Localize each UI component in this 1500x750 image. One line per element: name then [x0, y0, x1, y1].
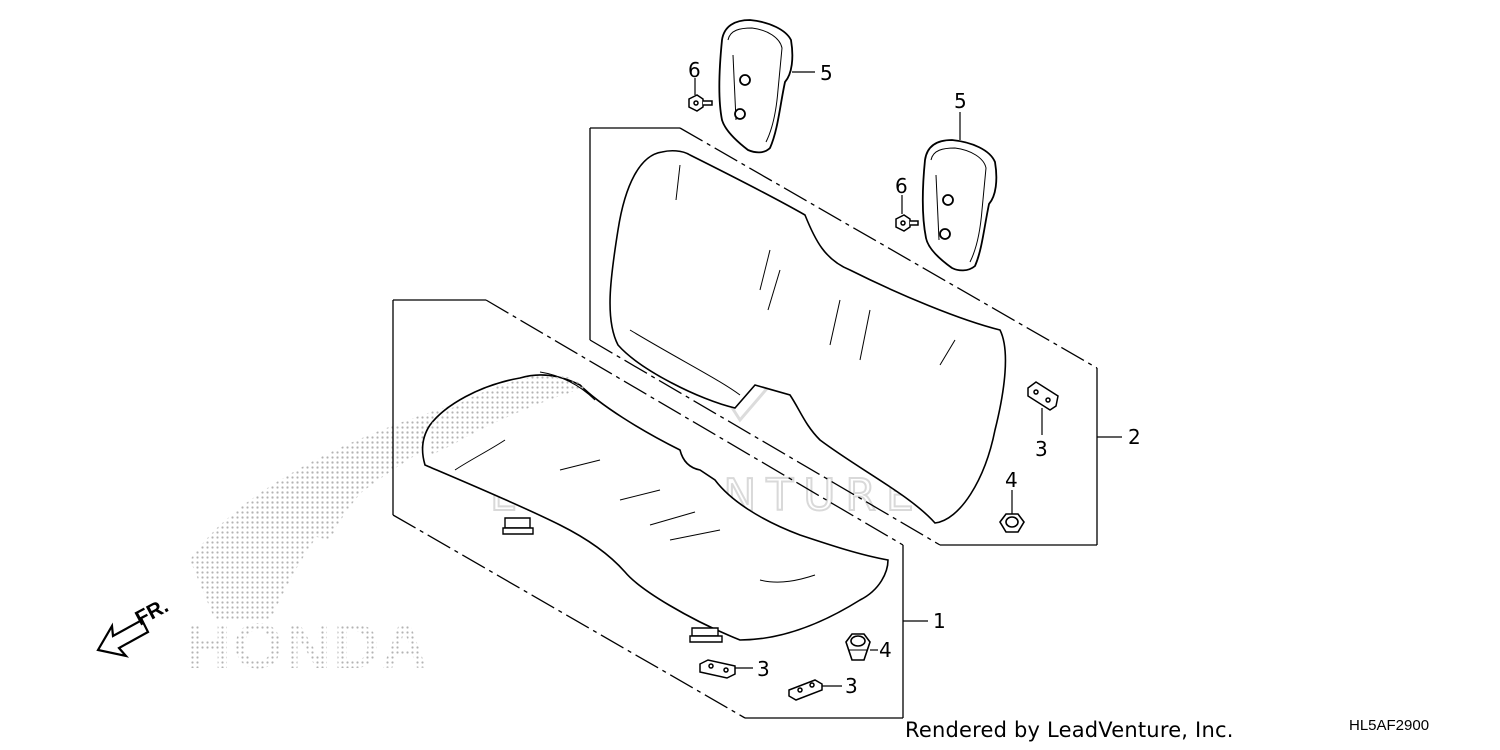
headrest-left	[718, 19, 794, 154]
seat-back-bracket	[589, 127, 1098, 546]
callout-6-left: 6	[688, 58, 701, 82]
bolt-left	[688, 94, 713, 112]
callout-4-upper: 4	[1005, 468, 1018, 492]
render-credit: Rendered by LeadVenture, Inc.	[905, 718, 1234, 742]
drawing-number: HL5AF2900	[1349, 717, 1430, 734]
leader-lines	[694, 71, 1122, 687]
callout-3-lower-left: 3	[757, 657, 770, 681]
clip-lower-left	[699, 659, 736, 679]
callout-1: 1	[933, 609, 946, 633]
nut-lower	[845, 633, 871, 661]
callout-5-right: 5	[954, 89, 967, 113]
arrow-icon	[96, 618, 150, 658]
honda-wing-logo: HONDA	[185, 380, 540, 682]
callout-2: 2	[1128, 425, 1141, 449]
callout-3-lower-right: 3	[845, 674, 858, 698]
seat-cushion	[421, 371, 889, 641]
callout-6-right: 6	[895, 174, 908, 198]
front-direction-arrow: FR.	[96, 594, 172, 658]
callout-5-left: 5	[820, 61, 833, 85]
seat-back	[609, 149, 1007, 524]
cushion-tabs	[502, 517, 723, 643]
clip-lower-right	[788, 679, 823, 701]
bolt-right	[895, 214, 919, 232]
callout-4-lower: 4	[879, 638, 892, 662]
seat-cushion-bracket	[392, 299, 904, 719]
callout-3-upper: 3	[1035, 437, 1048, 461]
honda-brand-text: HONDA	[185, 610, 430, 682]
headrest-right	[921, 139, 998, 272]
nut-upper	[999, 513, 1025, 533]
callout-labels: 6 5 5 6 3 4 2 1 4 3 3	[688, 58, 1141, 698]
clip-upper	[1027, 381, 1059, 411]
